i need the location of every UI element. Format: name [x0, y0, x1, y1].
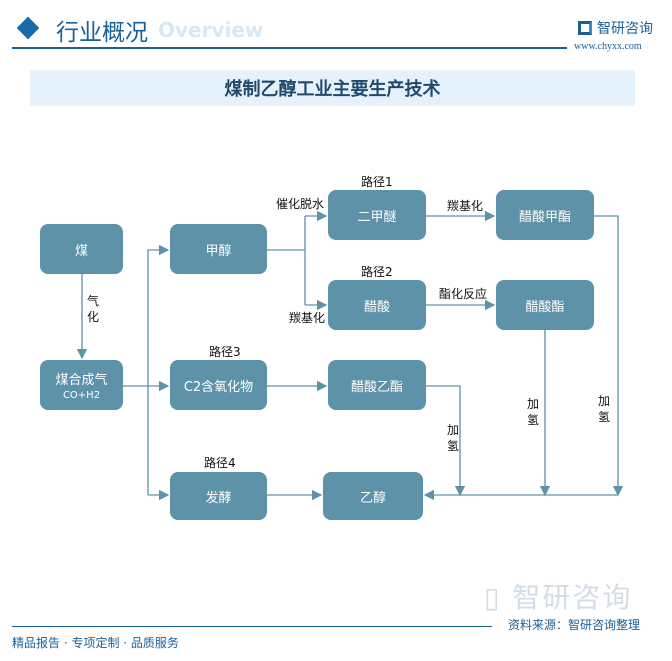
node-label: C2含氧化物 [183, 379, 254, 395]
footer-slogan: 精品报告 · 专项定制 · 品质服务 [12, 636, 179, 650]
brand-url: www.chyxx.com [574, 41, 642, 52]
node-label: 甲醇 [205, 243, 232, 259]
label-route2: 路径2 [361, 265, 393, 279]
node-c2-oxygenates: C2含氧化物 [170, 360, 267, 410]
label-route3: 路径3 [209, 345, 241, 359]
label-hydrogenation-2: 加氢 [527, 397, 540, 427]
watermark-brand: 智研咨询 [512, 581, 633, 614]
brand-name: 智研咨询 [597, 21, 653, 37]
node-fermentation: 发酵 [170, 472, 267, 520]
node-acetic-acid: 醋酸 [328, 280, 426, 330]
header-title: 行业概况 [56, 20, 148, 46]
label-carbonylation-1: 羰基化 [289, 311, 326, 325]
node-label: 醋酸甲酯 [518, 209, 571, 225]
label-hydrogenation-3: 加氢 [598, 394, 611, 424]
node-label: 醋酸乙酯 [350, 379, 403, 395]
label-route4: 路径4 [204, 456, 236, 470]
label-gasify: 气化 [87, 294, 100, 324]
label-hydrogenation-1: 加氢 [447, 423, 460, 453]
header-rule [12, 47, 567, 49]
node-methanol: 甲醇 [170, 224, 267, 274]
watermark-logo-icon: ▯ [484, 581, 502, 614]
diagram-title-bar: 煤制乙醇工业主要生产技术 [30, 70, 635, 106]
footer-rule [12, 626, 492, 627]
label-esterification: 酯化反应 [439, 287, 488, 301]
node-label: 醋酸 [363, 299, 390, 315]
source-text: 资料来源：智研咨询整理 [508, 618, 641, 632]
node-dme: 二甲醚 [328, 190, 426, 240]
node-sublabel: CO+H2 [62, 390, 101, 401]
node-methyl-acetate: 醋酸甲酯 [496, 190, 594, 240]
brand-logo-icon [578, 21, 592, 35]
diagram-title: 煤制乙醇工业主要生产技术 [224, 79, 441, 100]
label-carbonylation-2: 羰基化 [447, 199, 484, 213]
node-label: 醋酸酯 [525, 299, 565, 315]
label-route1: 路径1 [361, 175, 393, 189]
label-dehydrate: 催化脱水 [276, 197, 325, 211]
node-acetate: 醋酸酯 [496, 280, 594, 330]
node-label: 乙醇 [359, 490, 386, 506]
node-coal: 煤 [40, 224, 123, 274]
node-ethyl-acetate: 醋酸乙酯 [328, 360, 426, 410]
node-label: 发酵 [205, 490, 232, 506]
node-label: 煤合成气 [55, 373, 108, 388]
node-label: 煤 [74, 243, 88, 259]
node-label: 二甲醚 [357, 209, 397, 225]
node-syngas: 煤合成气 CO+H2 [40, 360, 123, 410]
watermark-logo: ▯ 智研咨询 [484, 582, 632, 614]
node-ethanol: 乙醇 [323, 472, 423, 520]
header-title-en: Overview [158, 18, 264, 42]
